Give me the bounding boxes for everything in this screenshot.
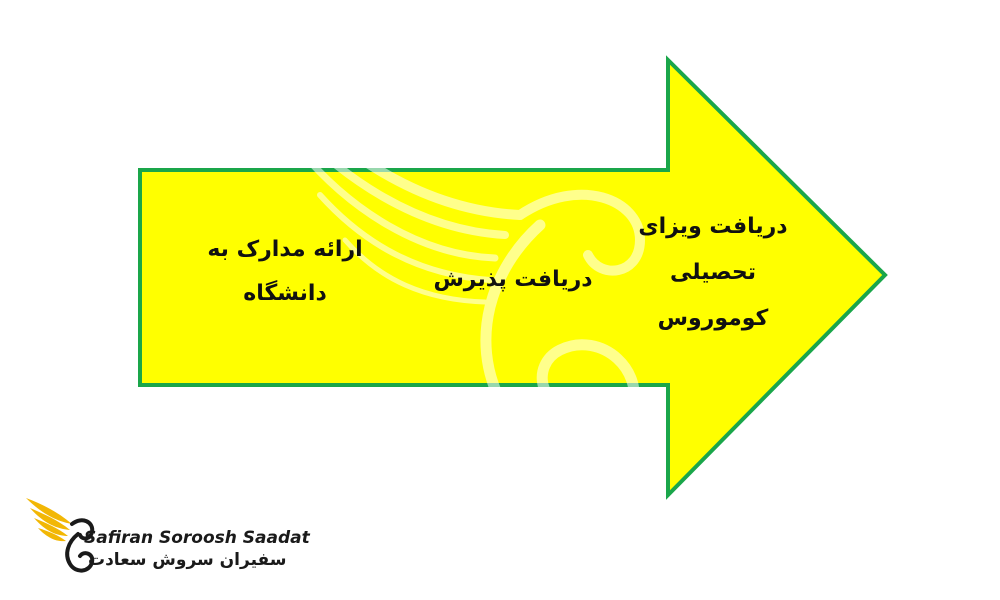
step-3-line-2: تحصیلی [669, 260, 756, 285]
company-logo: Safiran Soroosh Saadat سفیران سروش سعادت [22, 490, 312, 580]
flow-arrow [138, 55, 888, 500]
step-2-line-1: دریافت پذیرش [433, 267, 593, 292]
step-1-label: ارائه مدارک به دانشگاه [190, 228, 380, 316]
step-3-line-3: کوموروس [657, 306, 769, 331]
logo-english-name: Safiran Soroosh Saadat [84, 528, 310, 548]
swan-wing-logo-icon [26, 498, 95, 573]
step-2-label: دریافت پذیرش [418, 258, 608, 302]
step-3-line-1: دریافت ویزای [638, 214, 788, 239]
step-3-label: دریافت ویزای تحصیلی کوموروس [618, 204, 808, 342]
logo-persian-name: سفیران سروش سعادت [88, 550, 287, 570]
step-1-line-2: دانشگاه [243, 281, 327, 306]
swan-wing-watermark [263, 65, 646, 458]
step-1-line-1: ارائه مدارک به [207, 237, 363, 262]
